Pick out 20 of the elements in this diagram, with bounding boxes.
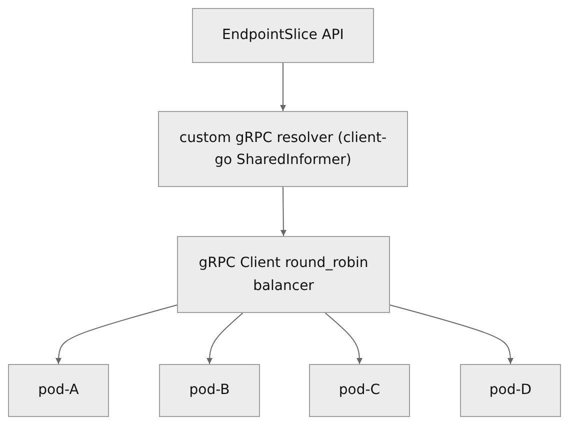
process-box [460, 364, 561, 417]
node-label: custom gRPC resolver (client-go SharedInformer) [178, 128, 388, 170]
process-box [192, 8, 374, 63]
process-box [309, 364, 410, 417]
node-label: pod-D [489, 381, 532, 400]
node-label: pod-A [38, 381, 79, 400]
node-label: gRPC Client round_robin balancer [198, 254, 370, 296]
arrow [324, 312, 362, 364]
arrow [56, 304, 178, 364]
arrow [280, 186, 286, 236]
node-label: pod-B [189, 381, 230, 400]
node-label: EndpointSlice API [222, 26, 344, 46]
process-box [177, 236, 390, 313]
arrow [390, 304, 514, 364]
arrow [280, 62, 286, 112]
arrow [206, 312, 244, 364]
process-box [8, 364, 109, 417]
node-label: pod-C [338, 381, 380, 400]
process-box [159, 364, 260, 417]
process-box [158, 111, 408, 187]
